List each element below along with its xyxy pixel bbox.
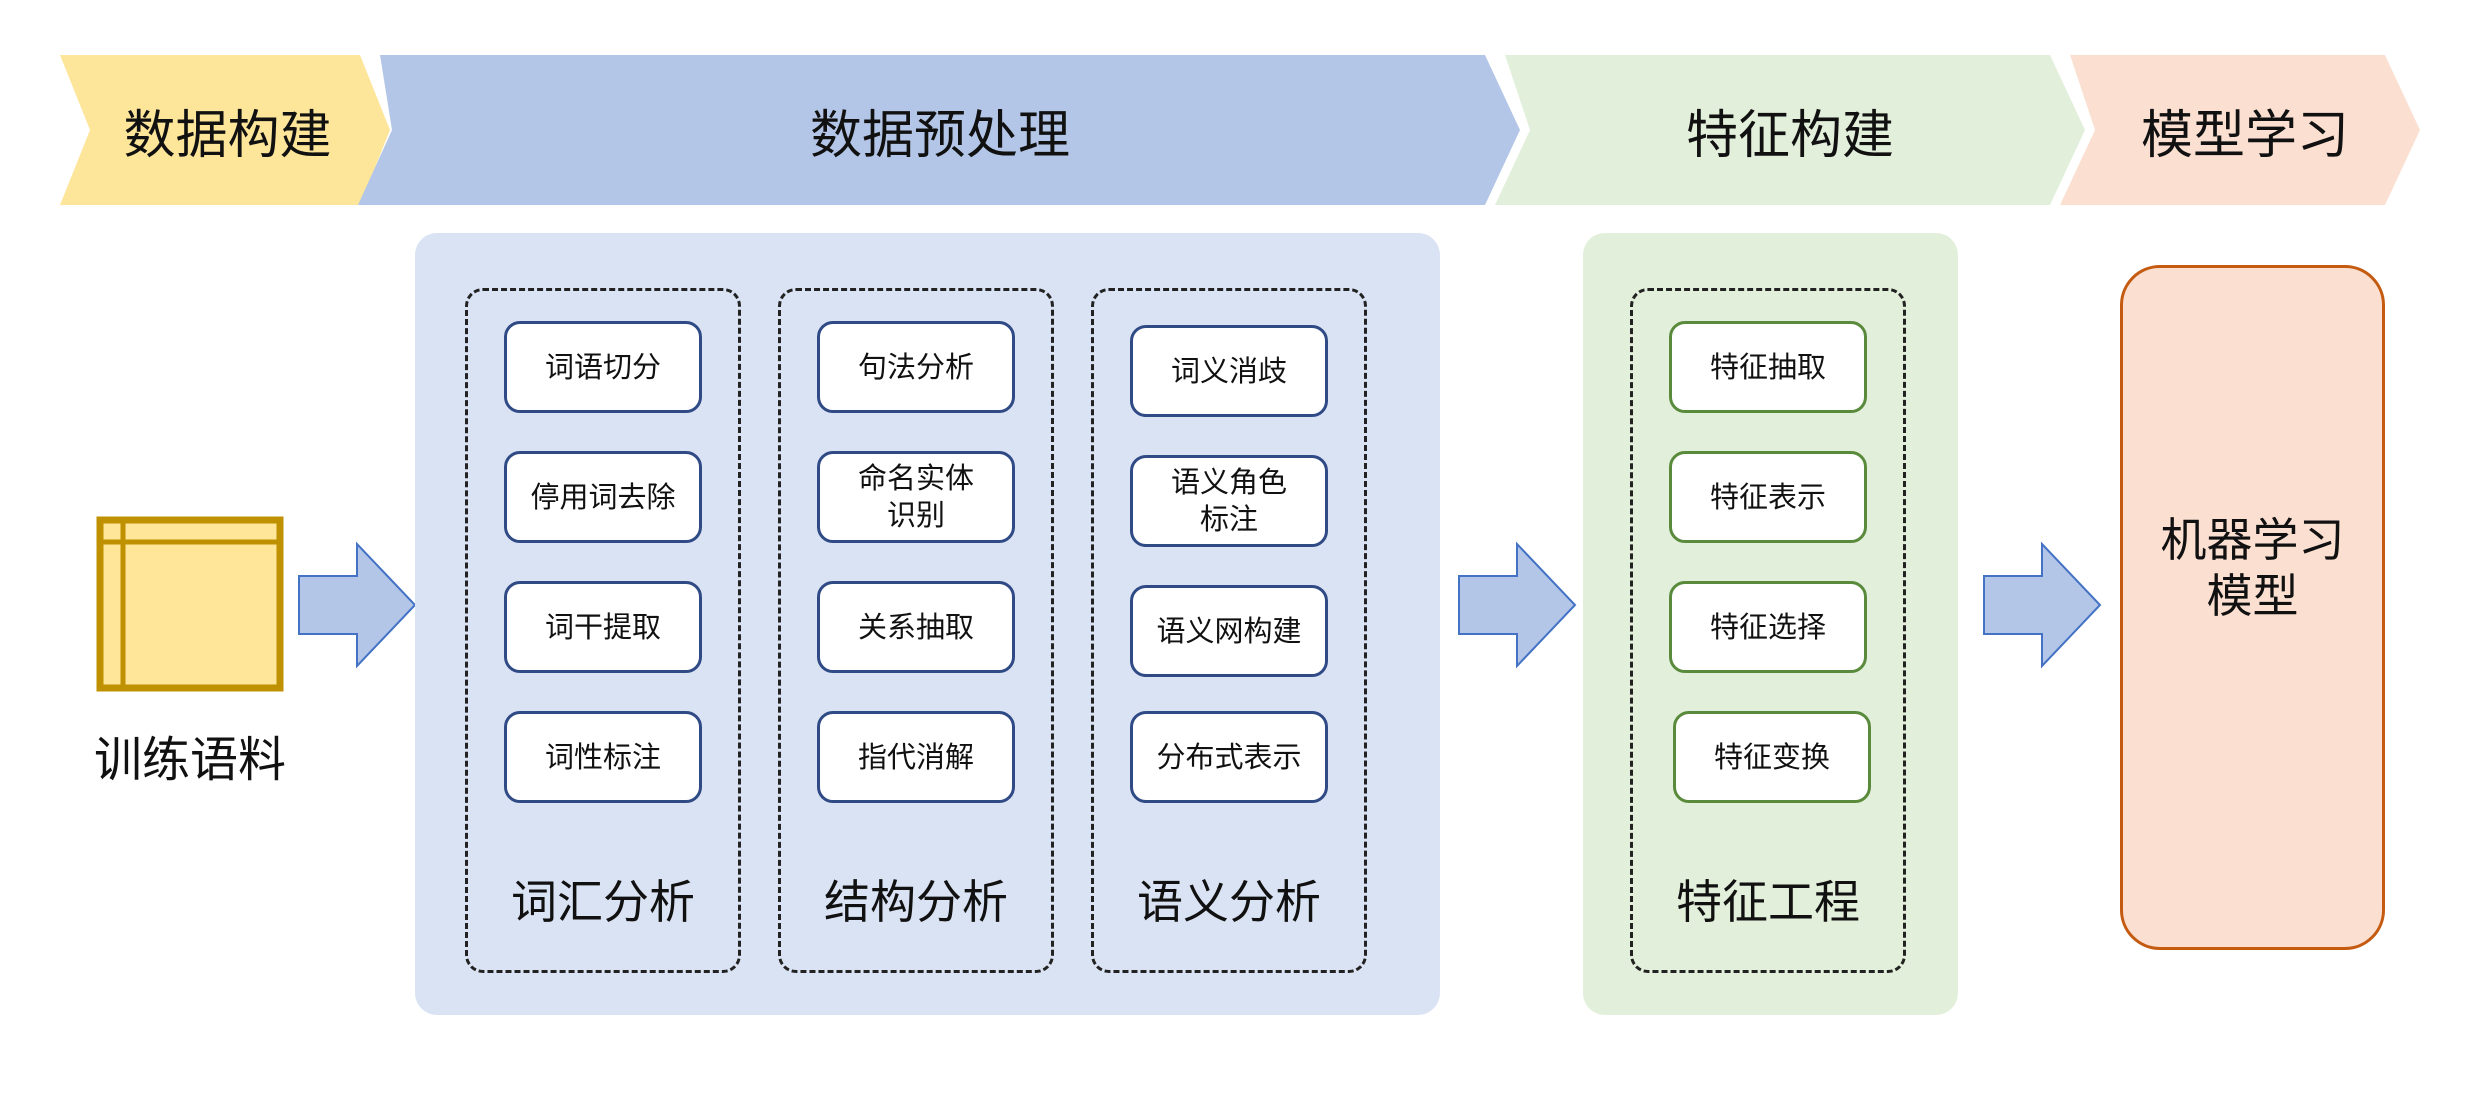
stage-chevron-preprocessing [358, 55, 1520, 205]
node-feature-selection: 特征选择 [1669, 581, 1867, 673]
lexical-analysis-group: 词语切分 停用词去除 词干提取 词性标注 词汇分析 [465, 288, 741, 973]
semantic-analysis-group: 词义消歧 语义角色 标注 语义网构建 分布式表示 语义分析 [1091, 288, 1367, 973]
lexical-analysis-title: 词汇分析 [511, 875, 695, 929]
stage-label-model-learning: 模型学习 [2140, 105, 2349, 166]
stage-banner [60, 55, 2420, 205]
stage-label-feature-construction: 特征构建 [1685, 105, 1894, 166]
flow-arrow-icon [298, 541, 417, 669]
node-pos-tagging: 词性标注 [504, 711, 702, 803]
feature-panel: 特征抽取 特征表示 特征选择 特征变换 特征工程 [1583, 233, 1958, 1015]
node-distributed-representation: 分布式表示 [1130, 711, 1328, 803]
document-icon [96, 516, 284, 692]
corpus-label: 训练语料 [93, 732, 286, 788]
stage-chevron-model-learning [2060, 55, 2420, 205]
flow-arrow-icon [1458, 541, 1577, 669]
stage-label-data-construction: 数据构建 [123, 105, 332, 166]
feature-engineering-group: 特征抽取 特征表示 特征选择 特征变换 特征工程 [1630, 288, 1906, 973]
node-relation-extraction: 关系抽取 [817, 581, 1015, 673]
node-stemming: 词干提取 [504, 581, 702, 673]
node-feature-extraction: 特征抽取 [1669, 321, 1867, 413]
node-coreference-resolution: 指代消解 [817, 711, 1015, 803]
node-semantic-role-labeling: 语义角色 标注 [1130, 455, 1328, 547]
node-syntactic-parsing: 句法分析 [817, 321, 1015, 413]
node-word-segmentation: 词语切分 [504, 321, 702, 413]
stage-chevron-feature-construction [1495, 55, 2085, 205]
node-named-entity-recognition: 命名实体 识别 [817, 451, 1015, 543]
feature-engineering-title: 特征工程 [1676, 875, 1860, 929]
preprocessing-panel: 词语切分 停用词去除 词干提取 词性标注 词汇分析 句法分析 命名实体 识别 关… [415, 233, 1440, 1015]
flow-arrow-icon [1983, 541, 2102, 669]
node-word-sense-disambiguation: 词义消歧 [1130, 325, 1328, 417]
node-feature-transformation: 特征变换 [1673, 711, 1871, 803]
semantic-analysis-title: 语义分析 [1137, 875, 1321, 929]
structural-analysis-title: 结构分析 [824, 875, 1008, 929]
node-feature-representation: 特征表示 [1669, 451, 1867, 543]
node-semantic-network: 语义网构建 [1130, 585, 1328, 677]
stage-label-preprocessing: 数据预处理 [809, 105, 1070, 166]
node-stopword-removal: 停用词去除 [504, 451, 702, 543]
structural-analysis-group: 句法分析 命名实体 识别 关系抽取 指代消解 结构分析 [778, 288, 1054, 973]
model-box: 机器学习 模型 [2120, 265, 2385, 950]
stage-chevron-data-construction [60, 55, 390, 205]
